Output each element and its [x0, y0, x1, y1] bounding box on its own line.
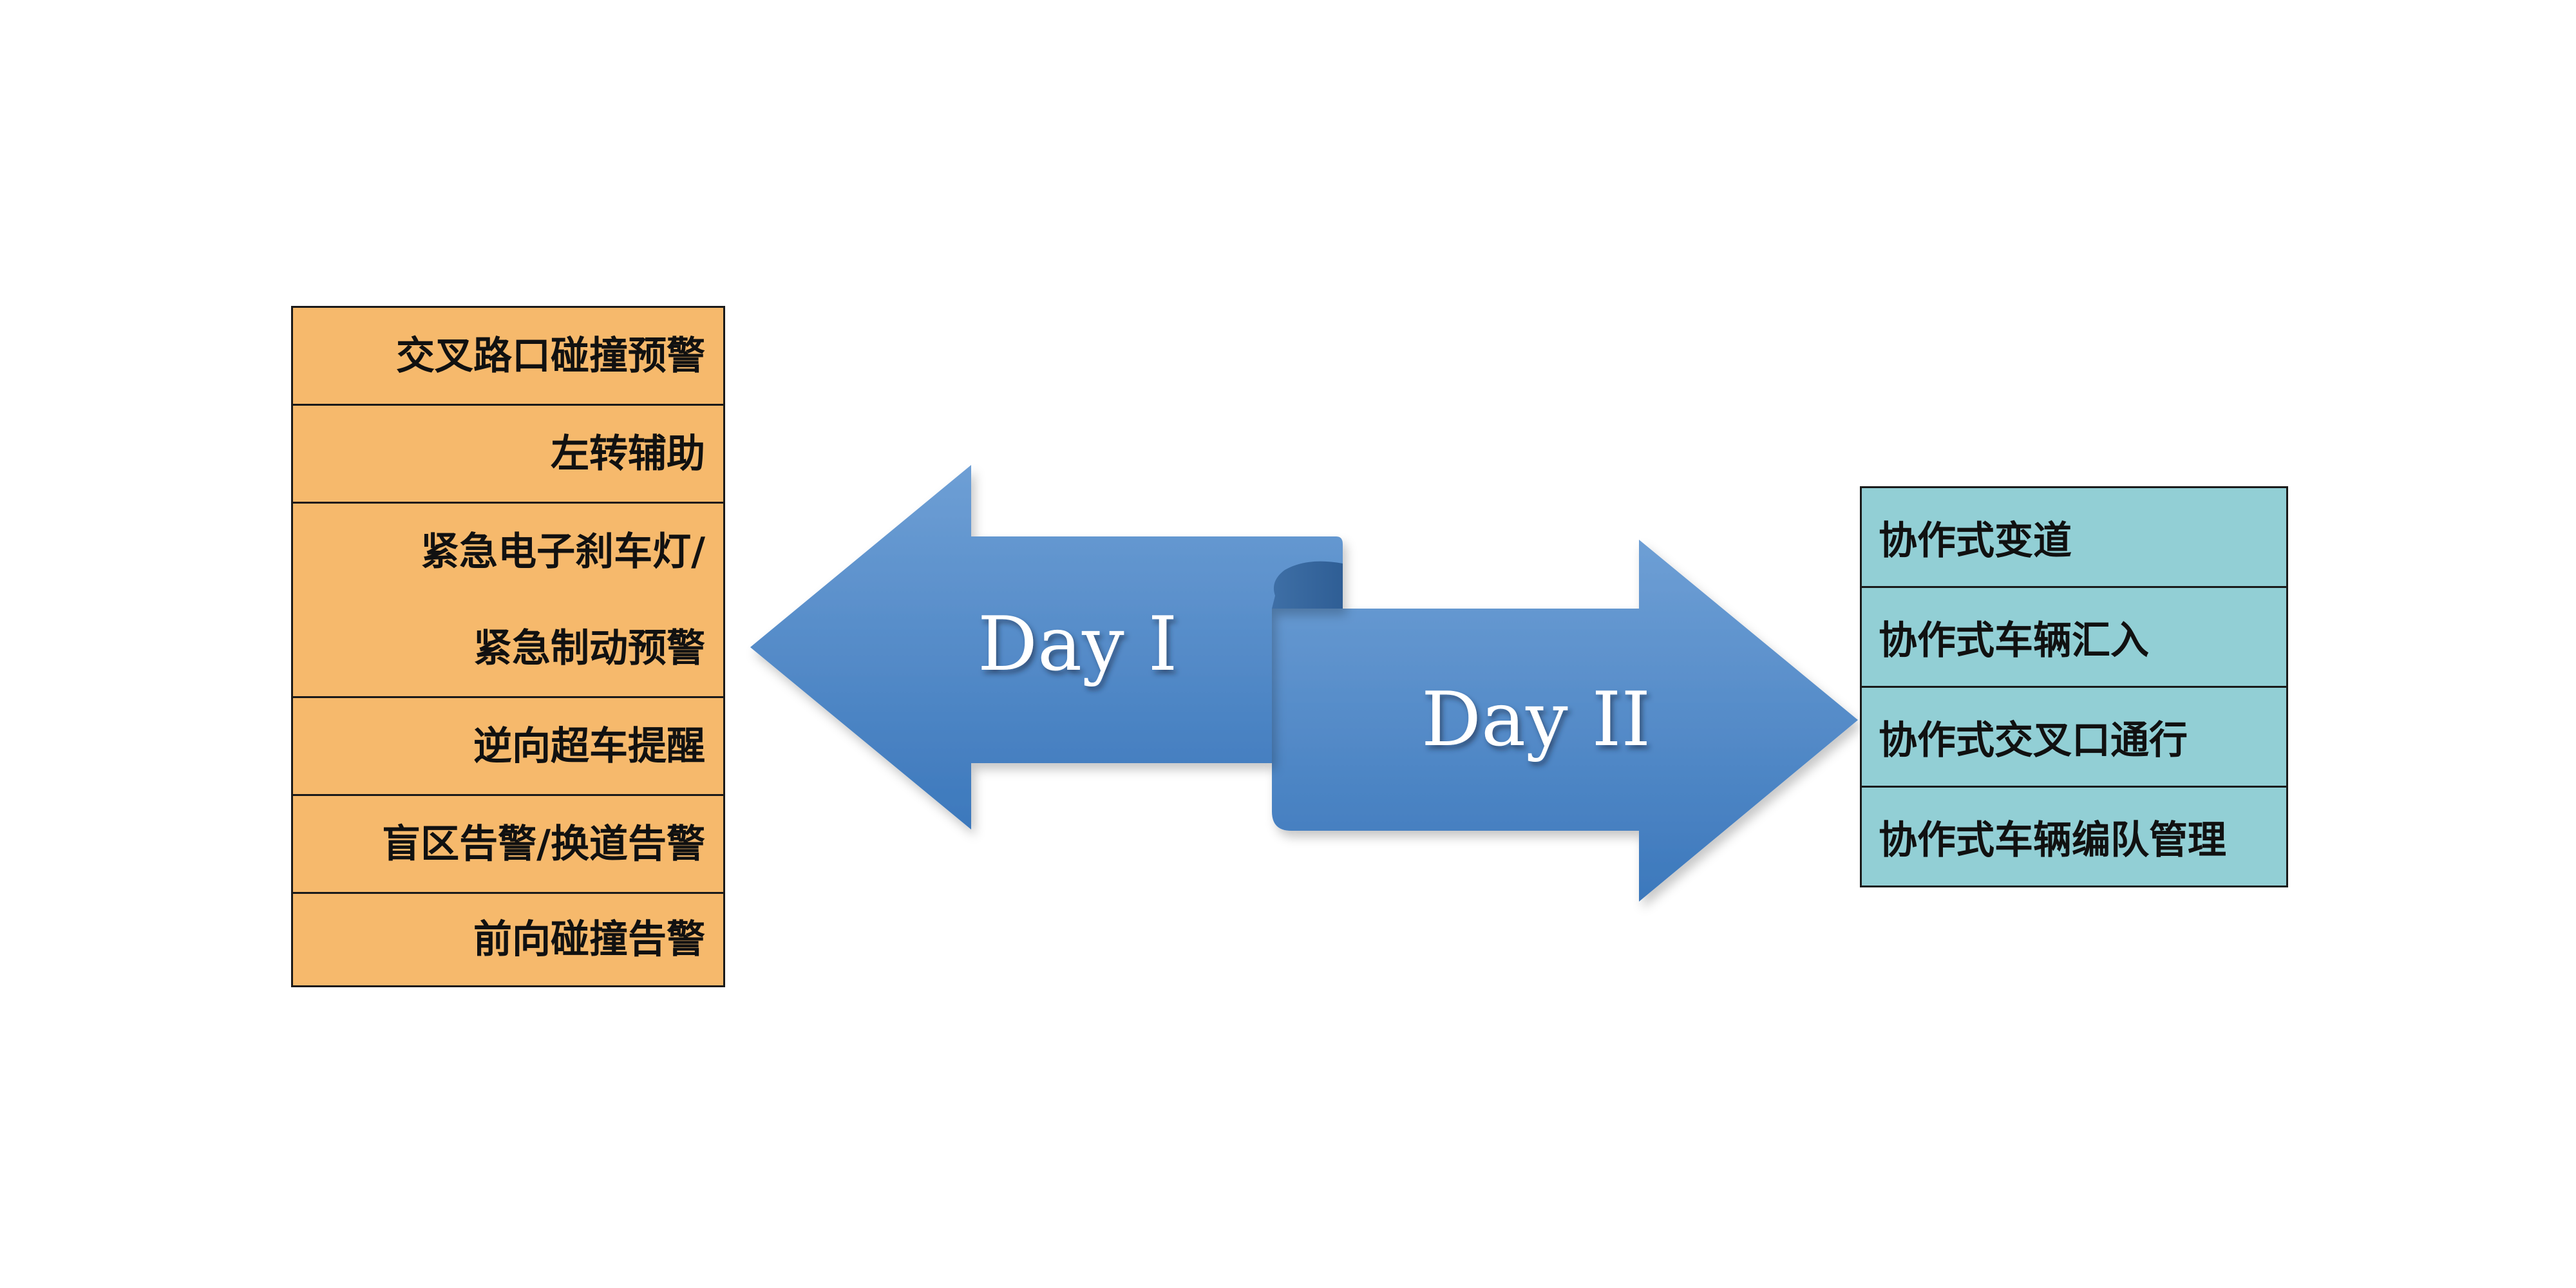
day1-item-label: 交叉路口碰撞预警 — [396, 333, 705, 379]
day2-label: Day II — [1421, 676, 1651, 763]
day1-item-label: 前向碰撞告警 — [473, 917, 705, 962]
day1-item-forward-collision-warning: 前向碰撞告警 — [293, 894, 723, 985]
day1-item-intersection-collision-warning: 交叉路口碰撞预警 — [293, 308, 723, 406]
day2-item-label: 协作式车辆汇入 — [1879, 618, 2149, 663]
day1-item-do-not-pass-warning: 逆向超车提醒 — [293, 698, 723, 796]
day2-item-label: 协作式车辆编队管理 — [1879, 817, 2226, 863]
day1-label: Day I — [978, 601, 1177, 688]
day1-item-left-turn-assist: 左转辅助 — [293, 406, 723, 504]
day1-application-list: 交叉路口碰撞预警 左转辅助 紧急电子刹车灯/ 紧急制动预警 逆向超车提醒 盲区告… — [291, 306, 725, 987]
day2-item-label: 协作式变道 — [1879, 518, 2072, 564]
day2-item-label: 协作式交叉口通行 — [1879, 717, 2188, 763]
day2-item-cooperative-merging: 协作式车辆汇入 — [1862, 588, 2286, 688]
day1-item-label-line1: 紧急电子刹车灯/ — [421, 529, 705, 574]
day2-arrow-shape — [1272, 540, 1858, 902]
day1-arrow-shape — [750, 465, 1343, 829]
day1-item-emergency-brake-light: 紧急电子刹车灯/ 紧急制动预警 — [293, 504, 723, 698]
day1-item-label: 逆向超车提醒 — [473, 723, 705, 769]
day1-item-label: 左转辅助 — [551, 431, 705, 477]
day1-item-label-line2: 紧急制动预警 — [473, 625, 705, 671]
day1-item-blind-spot-lane-change-warning: 盲区告警/换道告警 — [293, 796, 723, 894]
day2-item-cooperative-intersection: 协作式交叉口通行 — [1862, 688, 2286, 788]
day2-application-list: 协作式变道 协作式车辆汇入 协作式交叉口通行 协作式车辆编队管理 — [1860, 486, 2288, 887]
day1-item-label: 盲区告警/换道告警 — [382, 821, 705, 867]
day2-item-cooperative-lane-change: 协作式变道 — [1862, 488, 2286, 588]
arrow-fold-curl — [1272, 561, 1343, 609]
day2-item-cooperative-platooning: 协作式车辆编队管理 — [1862, 788, 2286, 886]
